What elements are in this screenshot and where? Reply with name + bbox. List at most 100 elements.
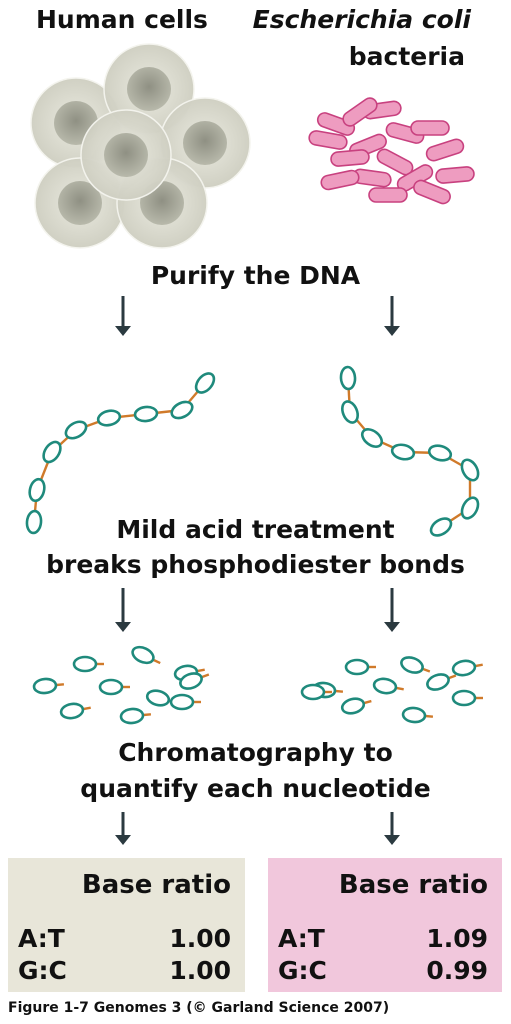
nucleotide: [72, 655, 98, 673]
down-arrow: [115, 296, 131, 336]
nucleotide: [451, 659, 477, 677]
ecoli-ratio-title: Base ratio: [338, 870, 488, 900]
free-nucleotide: [401, 706, 434, 724]
nucleotide: [194, 372, 216, 394]
nucleotide: [42, 440, 62, 464]
bacterium: [316, 112, 356, 136]
ecoli-free-nucleotides: [300, 656, 483, 724]
free-nucleotide: [426, 673, 457, 691]
free-nucleotide: [131, 645, 161, 665]
nucleotide: [179, 672, 203, 690]
free-nucleotide: [179, 672, 210, 690]
bacterium: [368, 187, 408, 203]
free-nucleotide: [300, 683, 332, 701]
arrow-head: [115, 622, 131, 632]
nucleotide: [169, 693, 195, 711]
ecoli-bacteria-cluster: [308, 97, 475, 205]
nucleotide: [64, 420, 88, 440]
free-nucleotide: [169, 693, 201, 711]
free-nucleotide: [451, 689, 483, 707]
nucleotide: [98, 678, 124, 696]
human-cell: [80, 109, 172, 201]
step-chrom-line2: quantify each nucleotide: [80, 774, 431, 803]
nucleotide: [400, 656, 424, 674]
step-acid-line2: breaks phosphodiester bonds: [46, 550, 465, 579]
cell-nucleus: [183, 121, 227, 165]
ratio-label: G:C: [18, 956, 67, 985]
bacterium: [410, 120, 450, 136]
down-arrow: [384, 588, 400, 632]
ratio-label: A:T: [18, 924, 65, 953]
arrow-head: [384, 622, 400, 632]
ratio-value: 1.09: [426, 924, 488, 953]
ratio-value: 1.00: [169, 956, 231, 985]
nucleotide: [170, 400, 194, 420]
nucleotide: [390, 443, 416, 461]
nucleotide: [32, 677, 58, 695]
human-cells-title: Human cells: [36, 5, 208, 34]
free-nucleotide: [344, 658, 376, 676]
cell-nucleus: [104, 133, 148, 177]
cell-nucleus: [58, 181, 102, 225]
down-arrow: [115, 812, 131, 845]
nucleotide: [339, 365, 357, 391]
nucleotide: [344, 658, 370, 676]
down-arrow: [115, 588, 131, 632]
nucleotide: [427, 444, 453, 462]
human-dna-strand: [25, 372, 216, 535]
bacterium: [435, 166, 475, 184]
bacterium: [308, 130, 348, 150]
nucleotide: [460, 458, 480, 482]
nucleotide: [426, 673, 450, 691]
arrow-head: [384, 835, 400, 845]
step-acid-line1: Mild acid treatment: [116, 515, 395, 544]
nucleotide: [401, 706, 427, 724]
human-free-nucleotides: [32, 645, 210, 725]
nucleotide: [28, 477, 46, 503]
free-nucleotide: [32, 677, 65, 695]
nucleotide: [451, 689, 477, 707]
free-nucleotide: [372, 677, 404, 695]
ecoli-dna-strand: [339, 365, 480, 537]
ratio-label: G:C: [278, 956, 327, 985]
nucleotide: [96, 409, 122, 427]
human-base-ratio-box: Base ratio A:T 1.00 G:C 1.00: [8, 858, 245, 992]
free-nucleotide: [340, 697, 372, 715]
free-nucleotide: [59, 702, 91, 720]
nucleotide: [340, 697, 366, 715]
free-nucleotide: [98, 678, 130, 696]
nucleotide: [460, 496, 480, 520]
ratio-value: 0.99: [426, 956, 488, 985]
bacterium: [342, 97, 378, 127]
step-purify-dna: Purify the DNA: [150, 261, 361, 290]
nucleotide: [145, 689, 171, 707]
down-arrow: [384, 812, 400, 845]
human-ratio-title: Base ratio: [81, 870, 231, 900]
step-chrom-line1: Chromatography to: [118, 738, 393, 767]
ratio-label: A:T: [278, 924, 325, 953]
arrow-head: [384, 326, 400, 336]
cell-nucleus: [127, 67, 171, 111]
down-arrow: [384, 296, 400, 336]
ecoli-title-species: Escherichia coli: [252, 5, 471, 34]
free-nucleotide: [72, 655, 104, 673]
bacterium: [425, 138, 465, 162]
bacterium: [413, 179, 451, 205]
ecoli-title-bacteria: bacteria: [348, 42, 465, 71]
bacterium: [330, 149, 370, 167]
free-nucleotide: [119, 707, 152, 725]
nucleotide: [25, 509, 43, 535]
arrow-head: [115, 326, 131, 336]
nucleotide: [360, 428, 384, 448]
ratio-value: 1.00: [169, 924, 231, 953]
nucleotide: [429, 517, 453, 537]
human-cells-cluster: [30, 43, 251, 249]
nucleotide: [59, 702, 85, 720]
nucleotide: [341, 400, 359, 424]
ecoli-base-ratio-box: Base ratio A:T 1.09 G:C 0.99: [268, 858, 502, 992]
nucleotide: [119, 707, 145, 725]
nucleotide: [131, 645, 155, 665]
nucleotide: [300, 683, 326, 701]
free-nucleotide: [400, 656, 431, 674]
